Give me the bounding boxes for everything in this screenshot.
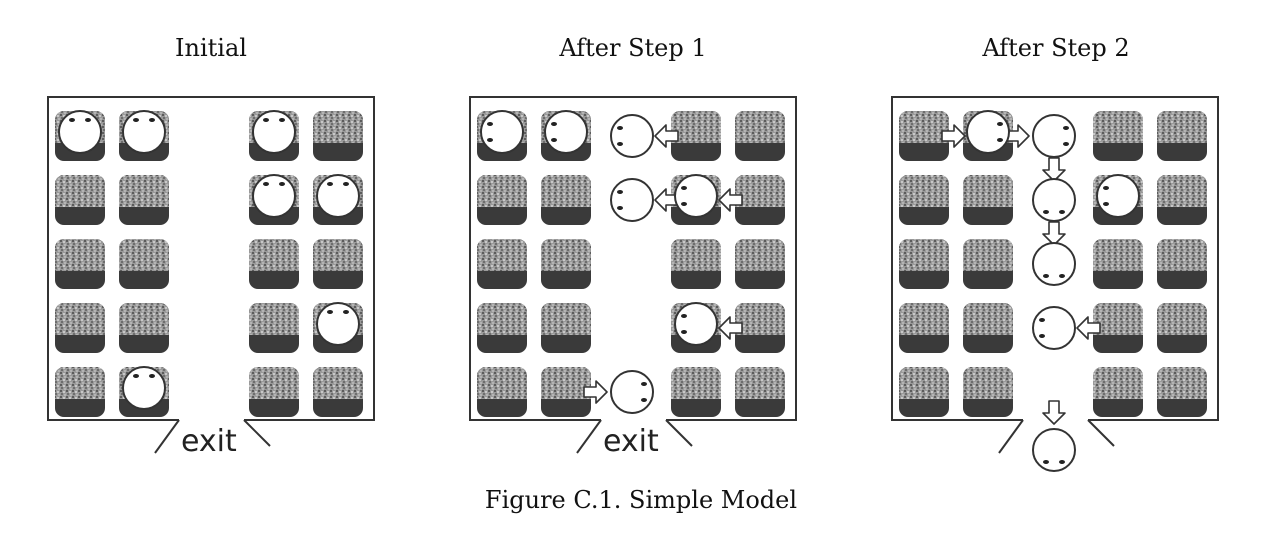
seat <box>313 239 363 289</box>
exit-door-right <box>1087 419 1115 447</box>
seat <box>249 367 299 417</box>
person <box>966 110 1010 154</box>
person <box>610 114 654 158</box>
seat <box>1157 175 1207 225</box>
panel-3 <box>891 96 1219 472</box>
person <box>122 366 166 410</box>
seat <box>1093 111 1143 161</box>
exit-door-right <box>243 419 271 447</box>
panel-title-initial: Initial <box>175 34 247 62</box>
seat <box>55 367 105 417</box>
seat <box>541 175 591 225</box>
panel-title-step-1: After Step 1 <box>559 34 707 62</box>
exit-door-left <box>576 419 602 454</box>
person <box>252 110 296 154</box>
seat <box>735 175 785 225</box>
seat <box>1093 367 1143 417</box>
person <box>252 174 296 218</box>
arrow-left <box>1076 316 1101 340</box>
seat <box>735 111 785 161</box>
seat <box>477 303 527 353</box>
seat <box>477 239 527 289</box>
arrow-left <box>654 124 679 148</box>
exit-door-left <box>154 419 180 454</box>
seat <box>963 367 1013 417</box>
arrow-right <box>583 380 608 404</box>
seat <box>1093 303 1143 353</box>
seat <box>735 303 785 353</box>
seat <box>119 239 169 289</box>
person <box>674 174 718 218</box>
seat <box>735 239 785 289</box>
person <box>480 110 524 154</box>
seat <box>1093 239 1143 289</box>
person <box>122 110 166 154</box>
seat <box>671 367 721 417</box>
person <box>1032 428 1076 472</box>
arrow-right <box>941 124 966 148</box>
panel-1: exit <box>47 96 375 459</box>
seat <box>899 239 949 289</box>
arrow-left <box>718 188 743 212</box>
arrow-down <box>1042 221 1066 246</box>
exit-label: exit <box>603 424 659 459</box>
seat <box>671 111 721 161</box>
seat <box>899 303 949 353</box>
seat <box>963 239 1013 289</box>
person <box>1096 174 1140 218</box>
seat <box>671 239 721 289</box>
person <box>544 110 588 154</box>
person <box>1032 114 1076 158</box>
seat <box>313 111 363 161</box>
seat <box>249 239 299 289</box>
room-wall <box>469 96 797 421</box>
exit-label: exit <box>181 424 237 459</box>
exit-door-left <box>998 419 1024 454</box>
seat <box>735 367 785 417</box>
person <box>1032 242 1076 286</box>
seat <box>1157 239 1207 289</box>
seat <box>55 303 105 353</box>
seat <box>477 367 527 417</box>
figure-caption: Figure C.1. Simple Model <box>484 486 798 514</box>
seat <box>899 367 949 417</box>
seat <box>477 175 527 225</box>
seat <box>119 303 169 353</box>
seat <box>55 239 105 289</box>
person <box>1032 178 1076 222</box>
seat <box>899 111 949 161</box>
person <box>1032 306 1076 350</box>
seat <box>1157 367 1207 417</box>
seat <box>1157 303 1207 353</box>
seat <box>541 303 591 353</box>
room-wall <box>891 96 1219 421</box>
seat <box>249 303 299 353</box>
person <box>58 110 102 154</box>
person <box>316 302 360 346</box>
arrow-down <box>1042 157 1066 182</box>
seat <box>119 175 169 225</box>
panel-2: exit <box>469 96 797 459</box>
person <box>610 178 654 222</box>
arrow-down <box>1042 400 1066 425</box>
person <box>674 302 718 346</box>
seat <box>899 175 949 225</box>
exit-door-right <box>665 419 693 447</box>
seat <box>541 239 591 289</box>
seat <box>963 175 1013 225</box>
seat <box>313 367 363 417</box>
seat <box>541 367 591 417</box>
arrow-left <box>718 316 743 340</box>
person <box>316 174 360 218</box>
panel-title-step-2: After Step 2 <box>982 34 1130 62</box>
person <box>610 370 654 414</box>
seat <box>1157 111 1207 161</box>
seat <box>963 303 1013 353</box>
room-wall <box>47 96 375 421</box>
seat <box>55 175 105 225</box>
